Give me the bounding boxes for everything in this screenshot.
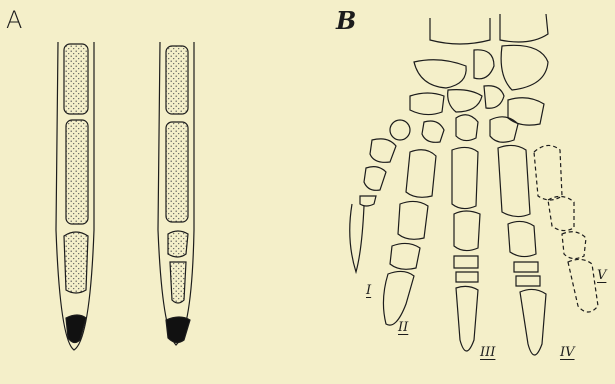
digit-label-3: III: [480, 345, 495, 360]
digit-2: [383, 150, 436, 325]
left-claw: [66, 315, 86, 343]
phalanx-2b: [166, 122, 188, 222]
panel-b-manus: [350, 14, 598, 355]
digit-label-1: I: [366, 283, 371, 298]
digit-label-5: V: [597, 268, 606, 283]
phalanx-2: [66, 120, 88, 224]
panel-a-label: A: [6, 6, 22, 34]
panel-a-right-digit: [158, 42, 194, 345]
panel-b-label: B: [336, 6, 356, 35]
digit-1: [350, 139, 396, 272]
phalanx-3: [64, 232, 88, 293]
phalanx-4b: [170, 262, 186, 303]
digit-label-4: IV: [560, 345, 575, 360]
panel-a-left-digit: [56, 42, 94, 350]
digit-label-2: II: [398, 320, 408, 335]
phalanx-3b: [168, 231, 188, 257]
digit-4: [498, 145, 546, 355]
phalanx-1: [64, 44, 88, 114]
digit-3: [452, 147, 480, 351]
phalanx-1b: [166, 46, 188, 114]
right-claw: [166, 317, 190, 343]
digit-5: [534, 145, 598, 312]
